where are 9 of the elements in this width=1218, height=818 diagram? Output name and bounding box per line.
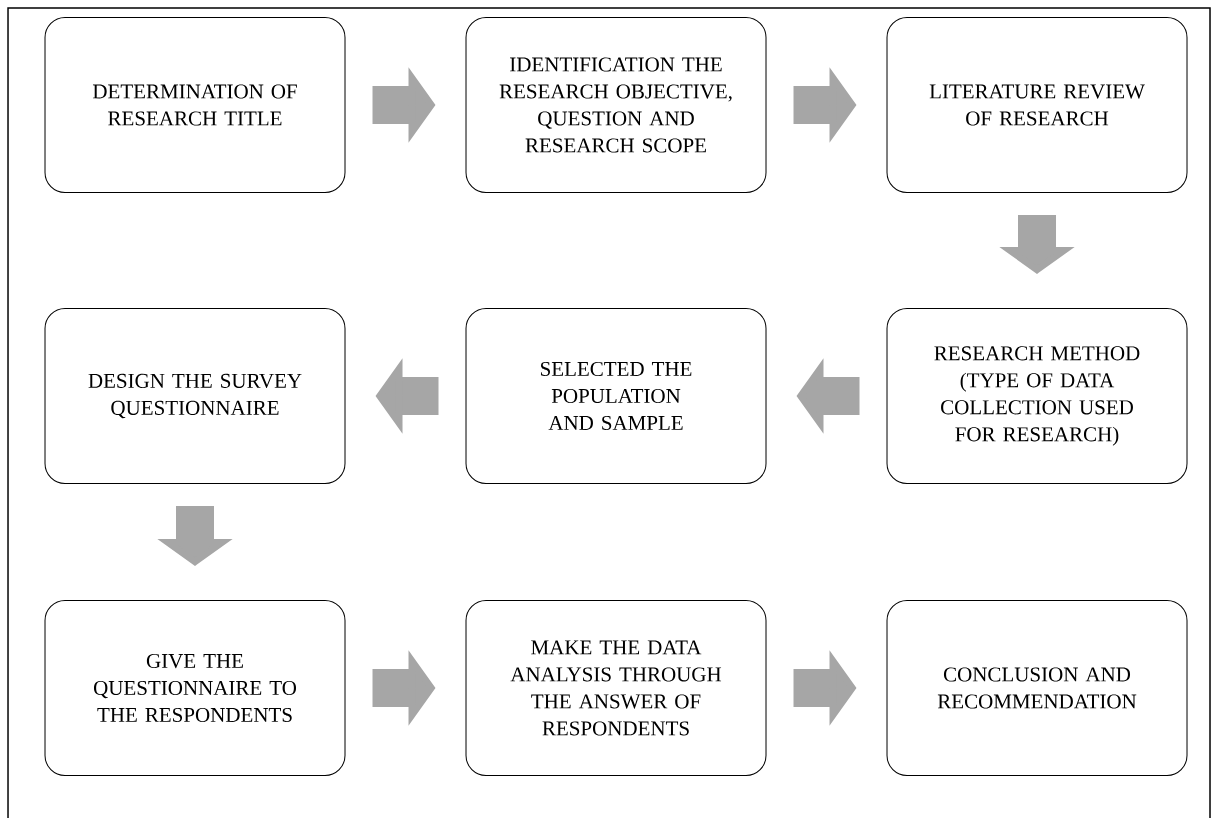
process-box: LITERATURE REVIEW OF RESEARCH xyxy=(886,17,1188,193)
process-box: SELECTED THE POPULATION AND SAMPLE xyxy=(465,308,767,484)
process-box: IDENTIFICATION THE RESEARCH OBJECTIVE, QUESTION AND RESEARCH SCOPE xyxy=(465,17,767,193)
process-box: DETERMINATION OF RESEARCH TITLE xyxy=(44,17,346,193)
process-box: GIVE THE QUESTIONNAIRE TO THE RESPONDENTS xyxy=(44,600,346,776)
process-box: DESIGN THE SURVEY QUESTIONNAIRE xyxy=(44,308,346,484)
process-box: CONCLUSION AND RECOMMENDATION xyxy=(886,600,1188,776)
process-box: MAKE THE DATA ANALYSIS THROUGH THE ANSWER OF RESPONDENTS xyxy=(465,600,767,776)
process-box: RESEARCH METHOD (TYPE OF DATA COLLECTION USED FOR RESEARCH) xyxy=(886,308,1188,484)
